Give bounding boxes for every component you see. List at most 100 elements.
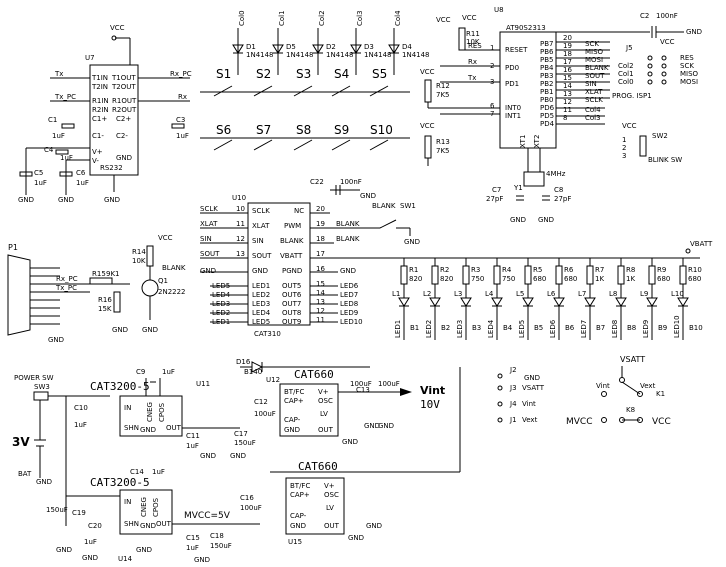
led-driver-rnum-18: 18 [316, 235, 325, 243]
u12-ref: U12 [266, 376, 280, 384]
selector-mvcc: MVCC [566, 417, 593, 427]
led-ref: L5 [516, 290, 524, 298]
mcu-num-1: 1 [490, 44, 494, 52]
crystal-c7: C7 [492, 186, 501, 194]
rs232-c6: C6 [76, 169, 86, 177]
c13-ref: C13 [356, 386, 370, 394]
rs232-pin-vm: V- [92, 157, 99, 165]
c16-ref: C16 [240, 494, 254, 502]
mcu-rnum-8: 8 [563, 114, 567, 122]
power-section: POWER SW SW3 3V BAT GND CAT3200-5 U11 IN… [12, 358, 461, 564]
rs232-c1: C1 [48, 116, 57, 124]
serial-r16: R16 [98, 296, 112, 304]
led-driver-rnum-16: 16 [316, 265, 325, 273]
blink-sw-pin-3: 3 [622, 152, 626, 160]
diode-ref-1: D5 [286, 43, 296, 51]
u15-gnd-1: GND [348, 534, 364, 542]
rs232-gnd-1: GND [18, 196, 34, 204]
u14-chip [119, 489, 173, 535]
u15-pin-gnd: GND [290, 522, 306, 530]
mvcc-label: MVCC=5V [184, 511, 231, 521]
u15-pin-vp: V+ [324, 482, 335, 490]
mcu-net-sclk: SCLK [585, 96, 603, 104]
rs232-pin-c1p: C1+ [92, 115, 107, 123]
pullup-vcc-3: VCC [436, 16, 451, 24]
led-symbol [615, 297, 627, 307]
led-bottom-label: B2 [441, 324, 450, 332]
c9-value: 1uF [162, 368, 175, 376]
switch-s9: S9 [334, 123, 349, 137]
diode-ref-0: D1 [246, 43, 256, 51]
jumper-j4: J4 [509, 400, 517, 408]
led-driver-pin-out4: LED4 [252, 309, 271, 317]
led-ref: L4 [485, 290, 494, 298]
c19-ref: C19 [72, 509, 86, 517]
u11-gnd: GND [200, 452, 216, 460]
rs232-c5: C5 [34, 169, 43, 177]
isp-sck: SCK [680, 62, 694, 70]
c12-value: 100uF [254, 410, 276, 418]
rs232-c3-value: 1uF [176, 132, 189, 140]
led-bottom-label: B3 [472, 324, 481, 332]
u12-gnd-2: GND [378, 422, 394, 430]
led-resistor-value: 680 [533, 275, 546, 283]
led-driver-rnet-led10: LED10 [340, 318, 363, 326]
serial-rx: Rx_PC [56, 275, 78, 283]
pullup-r12-value: 7K5 [436, 91, 450, 99]
u11-pin-cneg: CNEG [146, 402, 154, 422]
c20-value: 1uF [84, 538, 97, 546]
diode-col-1: Col1 [278, 10, 286, 26]
u14-pin-gnd: GND [140, 522, 156, 530]
battery-gnd: GND [36, 478, 52, 486]
u14-gnd-3: GND [136, 546, 152, 554]
diode-column-3: Col3 D3 1N4148 [350, 10, 392, 75]
rs232-c3: C3 [176, 116, 185, 124]
led-resistor-value: 680 [688, 275, 701, 283]
u15-pin-lv: LV [326, 504, 334, 512]
led-driver-rnet-gnd: GND [340, 267, 356, 275]
mcu-pin-pb5: PB5 [540, 56, 553, 64]
mcu-net-col4: Col4 [585, 106, 601, 114]
serial-section: P1 Rx_PC Tx_PC R15 9K1 R16 15K R14 10K V… [7, 234, 186, 344]
u14-pin-out: OUT [156, 520, 172, 528]
mcu-rnum-20: 20 [563, 34, 572, 42]
serial-tx: Tx_PC [55, 284, 77, 292]
mcu-pin-int1: INT1 [505, 112, 521, 120]
crystal-ref: Y1 [513, 184, 523, 192]
led-bottom-label: B10 [689, 324, 703, 332]
mcu-section: U8 AT90S2313 RESET PD0 PD1 INT0 INT1 1 2… [428, 6, 702, 172]
crystal-gnd-1: GND [510, 216, 526, 224]
led-bottom-label: B1 [410, 324, 419, 332]
switch-s1: S1 [216, 67, 231, 81]
power-switch-label: POWER SW [14, 374, 54, 382]
diode-part-4: 1N4148 [402, 51, 430, 59]
rs232-gnd-3: GND [104, 196, 120, 204]
mcu-pin-pb7: PB7 [540, 40, 553, 48]
pullup-r13: R13 [436, 138, 450, 146]
rs232-pin-r2in: R2IN [92, 106, 109, 114]
u14-gnd-2: GND [82, 554, 98, 562]
led-resistor [400, 265, 408, 285]
led-net: LED5 [518, 320, 526, 338]
led-driver-pin-xlat: XLAT [252, 222, 270, 230]
led-resistor [617, 265, 625, 285]
u11-pin-in: IN [124, 404, 131, 412]
u14-pin-cpos: CPOS [152, 497, 160, 517]
pullup-r11: R11 [466, 30, 480, 38]
led-net: LED8 [611, 320, 619, 338]
serial-r16-value: 15K [98, 305, 112, 313]
u11-name: CAT3200-5 [90, 380, 150, 393]
led-resistor-value: 750 [471, 275, 484, 283]
u14-pin-cneg: CNEG [140, 497, 148, 517]
led-resistor-value: 820 [440, 275, 453, 283]
switch-s8: S8 [296, 123, 311, 137]
led-driver-ref: U10 [232, 194, 246, 202]
pullup-r12: R12 [436, 82, 450, 90]
u15-gnd-2: GND [366, 522, 382, 530]
diode-col-3: Col3 [356, 10, 364, 26]
selector-k8: K8 [626, 406, 635, 414]
crystal-gnd-2: GND [538, 216, 554, 224]
led-resistor-ref: R3 [471, 266, 480, 274]
mcu-prog-label: PROG. ISP1 [612, 92, 652, 100]
selector-vint: Vint [596, 382, 610, 390]
